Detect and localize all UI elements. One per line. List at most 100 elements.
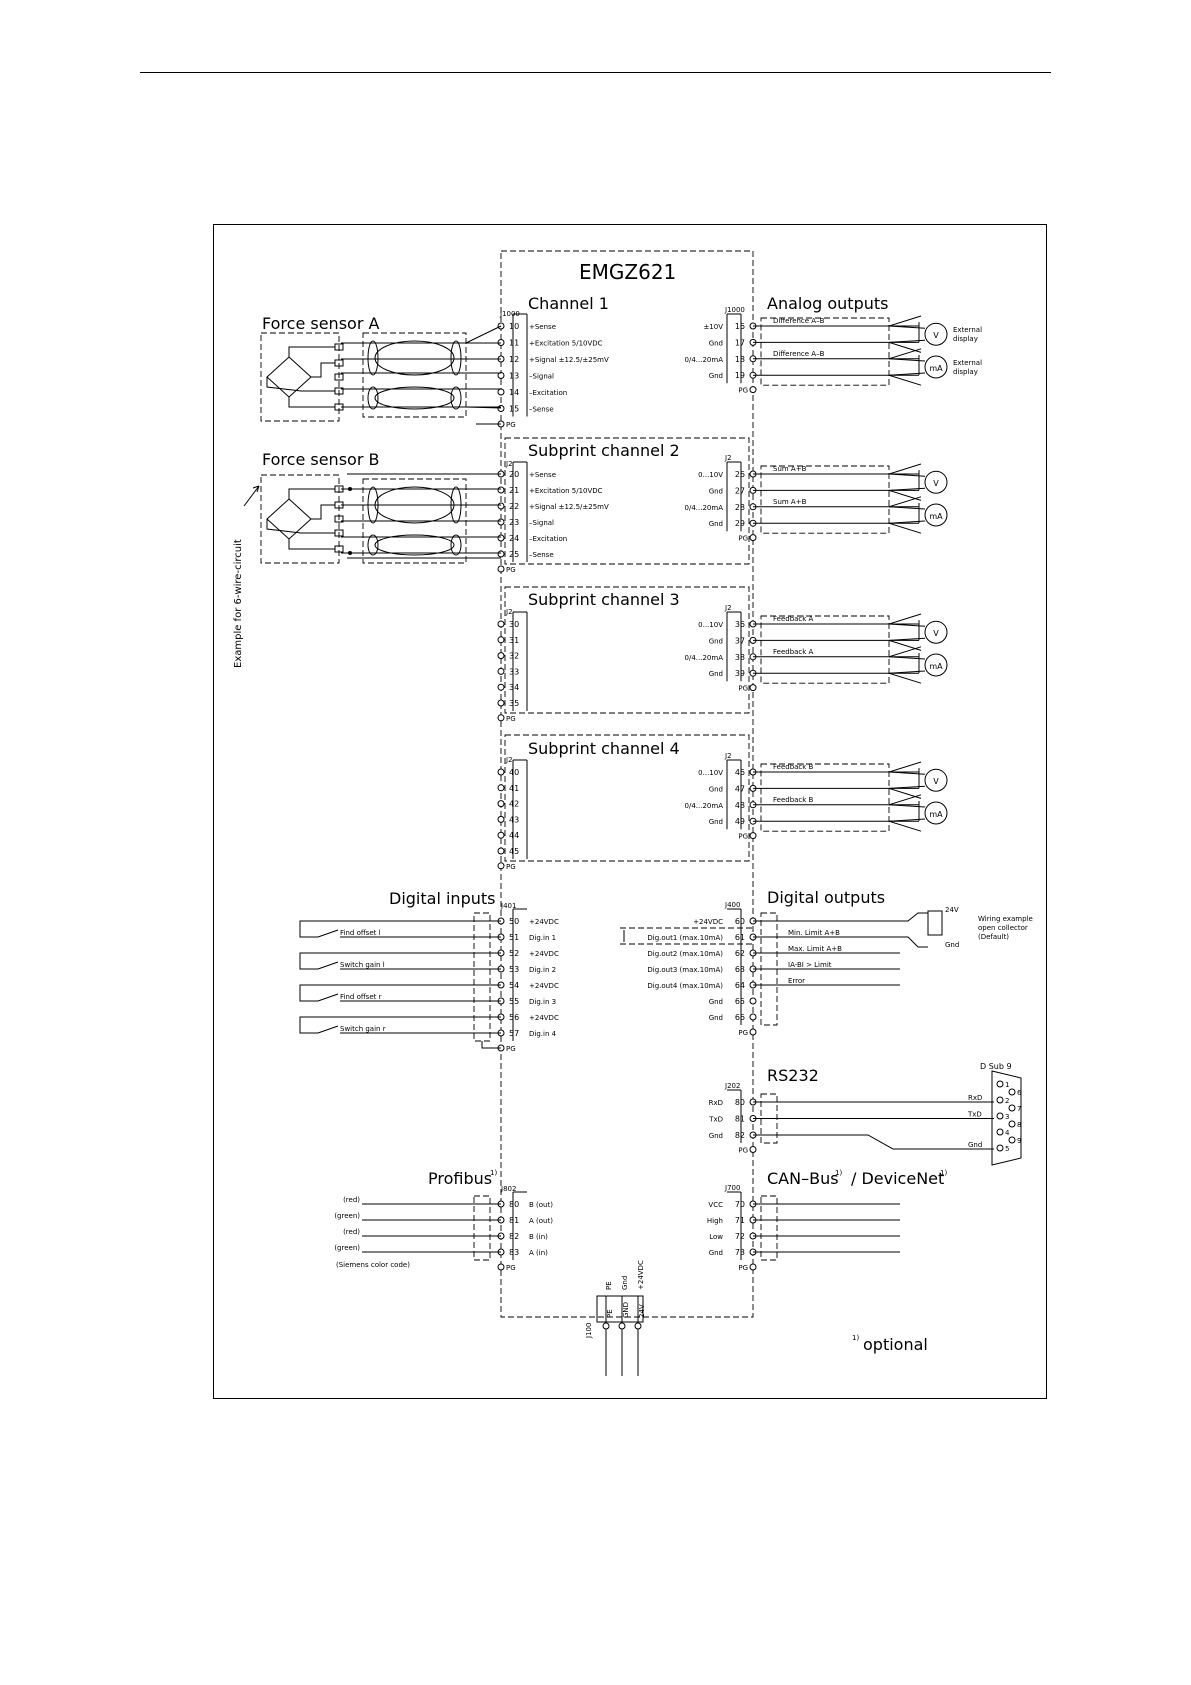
analog-pin-label: 0/4...20mA [685, 654, 724, 662]
digital-output-pin-number: 62 [735, 949, 745, 958]
channel4-pin-number: 44 [509, 831, 519, 840]
channel2-pin-label: –Excitation [529, 535, 567, 543]
meter-symbol: V [933, 777, 939, 786]
channel3-pin-31 [497, 636, 505, 644]
channel4-pin-45 [497, 847, 505, 855]
footnote-text: optional [863, 1335, 928, 1354]
channel1-pin-label: –Excitation [529, 389, 567, 397]
six-wire-arrow [243, 485, 260, 507]
digital-input-pin-number: 51 [509, 933, 519, 942]
profibus-pin-label: A (out) [529, 1217, 553, 1225]
analog-signal-label: Difference A–B [773, 317, 825, 325]
analog-cable-shield [760, 615, 890, 684]
channel2-pin-label: +Signal ±12.5/±25mV [529, 503, 609, 511]
meter-lead-diag [888, 639, 922, 651]
meter-lead-diag [888, 646, 922, 658]
channel1-connector: J1000 [499, 310, 520, 318]
digital-output-pin-66 [749, 1013, 757, 1021]
meter-wire [888, 473, 926, 477]
digital-output-pin-label: Dig.out2 (max.10mA) [647, 950, 723, 958]
meter-lead-diag [888, 613, 922, 625]
digital-input-switch-label: Switch gain l [340, 961, 385, 969]
channel2-pin-number: 20 [509, 470, 519, 479]
digital-input-pin-label: Dig.in 3 [529, 998, 556, 1006]
channel2-pin-21 [497, 486, 505, 494]
cable-b-twisted-pair [374, 534, 455, 556]
footnote-mark: 1) [852, 1334, 859, 1342]
analog-pin-number: 47 [735, 784, 745, 793]
digital-input-pin-label: +24VDC [529, 950, 559, 958]
channel3-pg-pin [497, 714, 505, 722]
dsub-pin [996, 1096, 1004, 1104]
analog-signal-label: Feedback A [773, 615, 814, 623]
sensor-a-exc-top [288, 346, 335, 357]
digital-input-switch-wire [299, 984, 501, 1002]
power-signal-label: +24VDC [637, 1260, 645, 1290]
digital-output-pin-number: 61 [735, 933, 745, 942]
external-display-label: display [953, 368, 978, 376]
channel1-pin-label: –Signal [529, 373, 554, 381]
channel1-pin-number: 13 [509, 372, 519, 381]
canbus-pin-label: Gnd [709, 1249, 723, 1257]
rs232-connector: J202 [724, 1082, 740, 1090]
profibus-wire-color: (red) [343, 1196, 360, 1204]
digital-input-switch-wire [299, 952, 501, 970]
dsub-pin [1008, 1088, 1016, 1096]
dsub-pin [1008, 1136, 1016, 1144]
profibus-pin-number: 81 [509, 1216, 519, 1225]
channel2-pin-label: +Excitation 5/10VDC [529, 487, 603, 495]
channel2-pin-25 [497, 550, 505, 558]
meter-symbol: V [933, 629, 939, 638]
junction-dot [348, 487, 352, 491]
analog-pg-label: PG [738, 535, 748, 543]
channel3-title: Subprint channel 3 [528, 590, 680, 609]
rs232-pin-label: RxD [709, 1099, 723, 1107]
meter-lead-diag [888, 489, 922, 501]
sensor-a-terminal [334, 359, 344, 367]
profibus-pg-pin [497, 1263, 505, 1271]
sensor-a-terminal [334, 387, 344, 395]
sensor-b-exc-bot [288, 539, 335, 550]
canbus-connector: J700 [724, 1184, 740, 1192]
canbus-title: CAN–Bus [767, 1169, 839, 1188]
sensor-b-exc-top [288, 488, 335, 499]
junction-dot [348, 551, 352, 555]
digital-input-pin-label: +24VDC [529, 918, 559, 926]
dsub-pin-number: 9 [1017, 1137, 1021, 1145]
analog-pin-number: 39 [735, 669, 745, 678]
dsub-pin-number: 4 [1005, 1129, 1010, 1137]
channel1-pin-label: +Signal ±12.5/±25mV [529, 356, 609, 364]
analog-pin-number: 46 [735, 768, 745, 777]
device-title: EMGZ621 [579, 260, 676, 284]
channel2-pin-number: 23 [509, 518, 519, 527]
channel2-pin-24 [497, 534, 505, 542]
channel3-connector: J2 [505, 608, 513, 616]
page-header-rule [140, 72, 1051, 73]
analog-pg-label: PG [738, 833, 748, 841]
diagram-frame [213, 224, 1047, 1399]
analog-pin-label: Gnd [709, 372, 723, 380]
digital-inputs-connector: J401 [500, 902, 516, 910]
digital-input-switch-wire [299, 920, 501, 938]
power-signal-label: PE [605, 1281, 613, 1290]
channel4-pin-number: 45 [509, 847, 519, 856]
channel1-title: Channel 1 [528, 294, 609, 313]
channel3-pg-label: PG [506, 715, 516, 723]
canbus-shield [760, 1195, 778, 1261]
analog-pin-label: 0/4...20mA [685, 504, 724, 512]
channel2-pin-number: 22 [509, 502, 519, 511]
analog-pin-number: 36 [735, 620, 745, 629]
meter-symbol: mA [929, 512, 943, 521]
analog-pg-pin [749, 832, 757, 840]
channel2-box [504, 437, 750, 565]
power-connector: J100 [585, 1323, 593, 1339]
cable-a-twisted-pair [374, 340, 455, 376]
analog-cable-shield [760, 317, 890, 386]
power-pin [602, 1322, 610, 1330]
channel1-pin-label: +Excitation 5/10VDC [529, 340, 603, 348]
wiring-24v-label: 24V [945, 906, 959, 914]
rs232-gnd-wire [753, 1134, 994, 1150]
analog-pin-number: 19 [735, 371, 745, 380]
digital-input-pin-label: +24VDC [529, 982, 559, 990]
meter-wire [888, 520, 926, 524]
